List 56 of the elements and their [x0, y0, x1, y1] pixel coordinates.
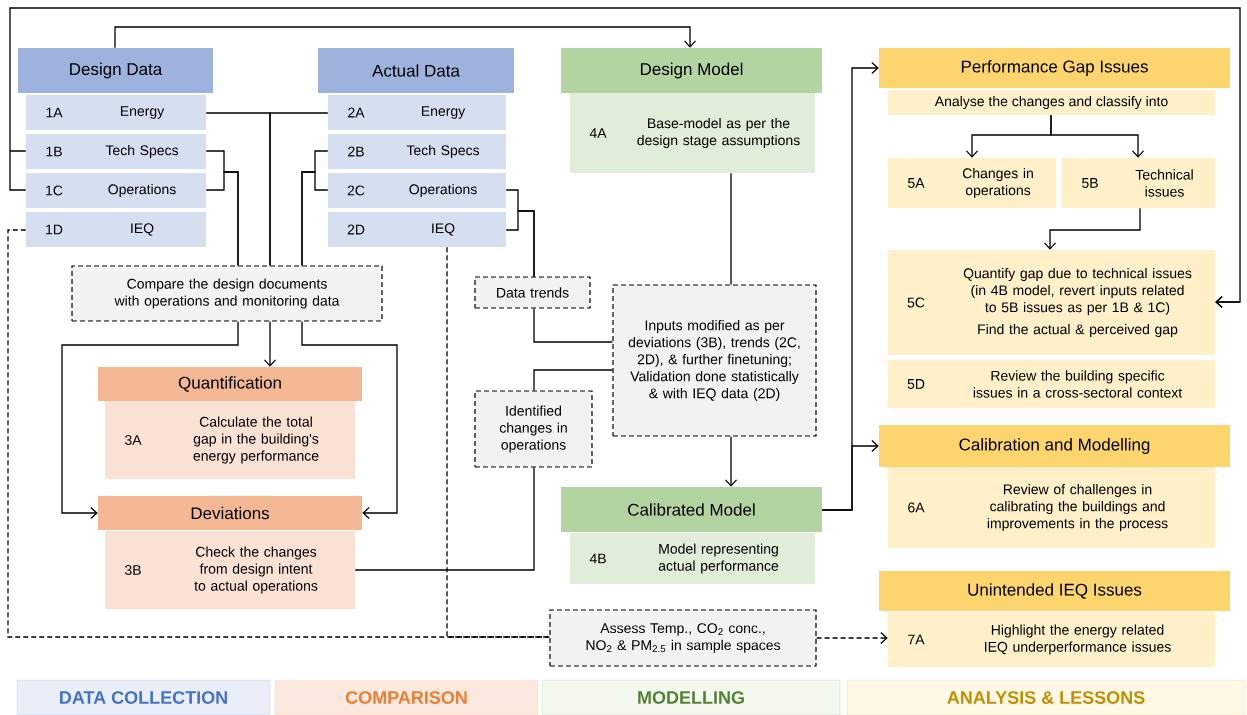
phase-band: ANALYSIS & LESSONS	[846, 679, 1246, 715]
item-box: 2B Tech Specs	[328, 134, 506, 169]
section-header: Design Model	[561, 48, 822, 93]
item-box: 5A Changes in operations	[888, 158, 1056, 208]
connector-arrow	[263, 320, 277, 367]
connector-line	[205, 171, 239, 267]
connector-arrow	[61, 320, 239, 520]
item-box: 4A Base-model as per the design stage assumptions	[570, 93, 815, 173]
connector-line	[505, 210, 535, 278]
item-box: 5C Quantify gap due to technical issues (in 4B model, revert inputs related to 5B issues as per 1B & 1C) Find the actual & perceived gap	[888, 250, 1215, 355]
phase-band: MODELLING	[541, 679, 841, 715]
item-box: 1D IEQ	[26, 212, 206, 247]
section-header: Deviations	[98, 496, 362, 530]
connector-arrow	[1050, 114, 1145, 158]
item-box: 7A Highlight the energy related IEQ underperformance issues	[888, 612, 1215, 667]
item-box: 1C Operations	[26, 173, 206, 208]
item-box: 3A Calculate the total gap in the building's energy performance	[105, 401, 355, 479]
phase-band: DATA COLLECTION	[16, 679, 271, 715]
dashed-connector-arrow	[815, 631, 888, 645]
section-header: Quantification	[98, 367, 362, 401]
dashed-connector-line	[446, 246, 551, 638]
item-box: 1A Energy	[26, 95, 206, 130]
subheading-box: Analyse the changes and classify into	[888, 90, 1215, 115]
section-header: Design Data	[18, 48, 213, 93]
connector-arrow	[724, 435, 738, 487]
item-box: 5B Technical issues	[1062, 158, 1215, 208]
item-box: 2D IEQ	[328, 212, 506, 247]
connector-line	[301, 171, 329, 267]
dashed-note-box: Data trends	[474, 276, 591, 309]
item-box: 2C Operations	[328, 173, 506, 208]
section-header: Calibrated Model	[561, 487, 822, 532]
section-header: Unintended IEQ Issues	[879, 571, 1230, 611]
connector-line	[533, 369, 614, 392]
phase-band: COMPARISON	[274, 679, 539, 715]
item-box: 6A Review of challenges in calibrating the buildings and improvements in the process	[888, 467, 1215, 548]
connector-arrow	[114, 26, 697, 49]
dashed-note-box: Compare the design documents with operations and monitoring data	[71, 265, 383, 322]
item-box: 2A Energy	[328, 95, 506, 130]
connector-arrow	[9, 7, 1241, 309]
connector-arrow	[821, 439, 879, 511]
dashed-note-box: Assess Temp., CO$_{2}$ conc., NO$_{2}$ & PM$_{2.5}$ in sample spaces	[549, 609, 817, 667]
connector-line	[269, 112, 329, 267]
dashed-note-box: Identified changes in operations	[474, 390, 593, 468]
section-header: Calibration and Modelling	[879, 425, 1230, 467]
item-box: 5D Review the building specific issues in a cross-sectoral context	[888, 360, 1215, 408]
dashed-note-box: Inputs modified as per deviations (3B), trends (2C, 2D), & further finetuning; Validation done statistically & with IEQ data (2D)	[612, 284, 817, 437]
connector-arrow	[301, 320, 398, 520]
item-box: 1B Tech Specs	[26, 134, 206, 169]
item-box: 3B Check the changes from design intent to actual operations	[105, 531, 355, 609]
item-box: 4B Model representing actual performance	[570, 533, 815, 584]
connector-line	[354, 466, 535, 571]
connector-line	[533, 307, 614, 343]
connector-line	[730, 172, 732, 286]
section-header: Performance Gap Issues	[879, 48, 1230, 88]
connector-arrow	[1043, 207, 1141, 250]
section-header: Actual Data	[318, 48, 514, 93]
